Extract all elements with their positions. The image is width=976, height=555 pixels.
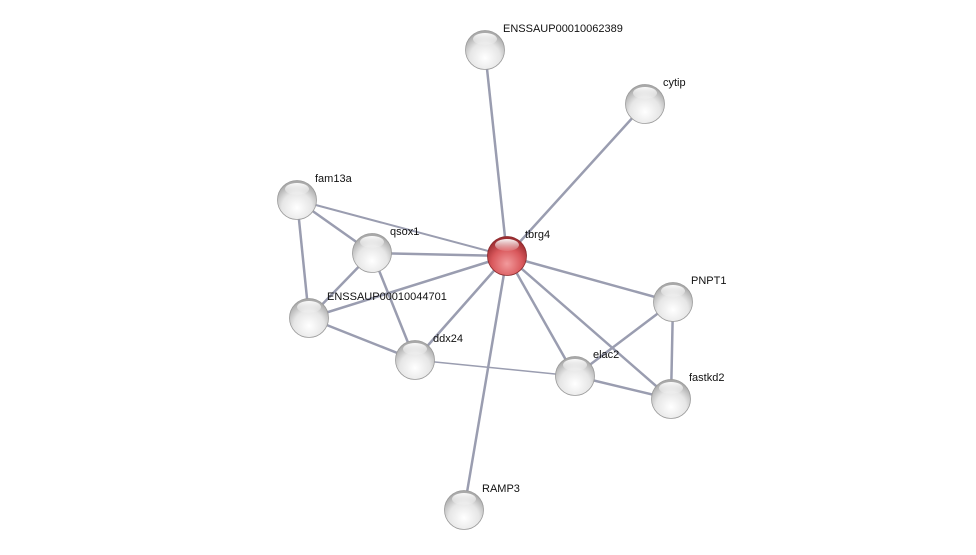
node-highlight <box>633 87 657 99</box>
edge-tbrg4-ddx24[interactable] <box>414 255 508 361</box>
node-highlight <box>452 493 476 505</box>
node-fam13a[interactable]: fam13a <box>277 173 353 220</box>
node-label: cytip <box>663 77 686 89</box>
node-highlight <box>659 382 683 394</box>
node-elac2[interactable]: elac2 <box>555 349 620 396</box>
node-label: elac2 <box>593 349 619 361</box>
node-highlight <box>661 285 685 297</box>
node-highlight <box>563 359 587 371</box>
node-label: ENSSAUP00010044701 <box>327 291 447 303</box>
node-label: qsox1 <box>390 226 419 238</box>
node-cytip[interactable]: cytip <box>625 77 686 124</box>
node-label: fam13a <box>315 173 353 185</box>
edge-tbrg4-ENSSAUP00010062389[interactable] <box>483 49 509 257</box>
node-label: tbrg4 <box>525 229 550 241</box>
edge-PNPT1-elac2[interactable] <box>574 301 674 377</box>
node-RAMP3[interactable]: RAMP3 <box>444 483 520 530</box>
node-ENSSAUP00010062389[interactable]: ENSSAUP00010062389 <box>465 23 623 70</box>
node-highlight <box>285 183 309 195</box>
node-PNPT1[interactable]: PNPT1 <box>653 275 727 322</box>
edge-tbrg4-RAMP3[interactable] <box>462 255 509 511</box>
edge-tbrg4-ENSSAUP00010044701[interactable] <box>308 254 508 320</box>
node-highlight <box>297 301 321 313</box>
node-highlight <box>473 33 497 45</box>
edge-ddx24-elac2[interactable] <box>414 359 576 377</box>
edge-tbrg4-fastkd2[interactable] <box>506 255 672 400</box>
node-label: RAMP3 <box>482 483 520 495</box>
edge-tbrg4-qsox1[interactable] <box>371 251 508 258</box>
node-ENSSAUP00010044701[interactable]: ENSSAUP00010044701 <box>289 291 447 338</box>
edge-tbrg4-fam13a[interactable] <box>296 199 508 257</box>
node-fastkd2[interactable]: fastkd2 <box>651 372 725 419</box>
node-label: ENSSAUP00010062389 <box>503 23 623 35</box>
edge-tbrg4-elac2[interactable] <box>505 255 577 377</box>
node-label: ddx24 <box>433 333 463 345</box>
edge-tbrg4-PNPT1[interactable] <box>506 254 674 304</box>
node-label: fastkd2 <box>689 372 724 384</box>
node-tbrg4[interactable]: tbrg4 <box>487 229 551 276</box>
node-ddx24[interactable]: ddx24 <box>395 333 463 380</box>
node-qsox1[interactable]: qsox1 <box>352 226 420 273</box>
node-highlight <box>360 236 384 248</box>
node-label: PNPT1 <box>691 275 726 287</box>
node-highlight <box>495 239 519 251</box>
node-highlight <box>403 343 427 355</box>
edge-tbrg4-cytip[interactable] <box>506 103 646 257</box>
